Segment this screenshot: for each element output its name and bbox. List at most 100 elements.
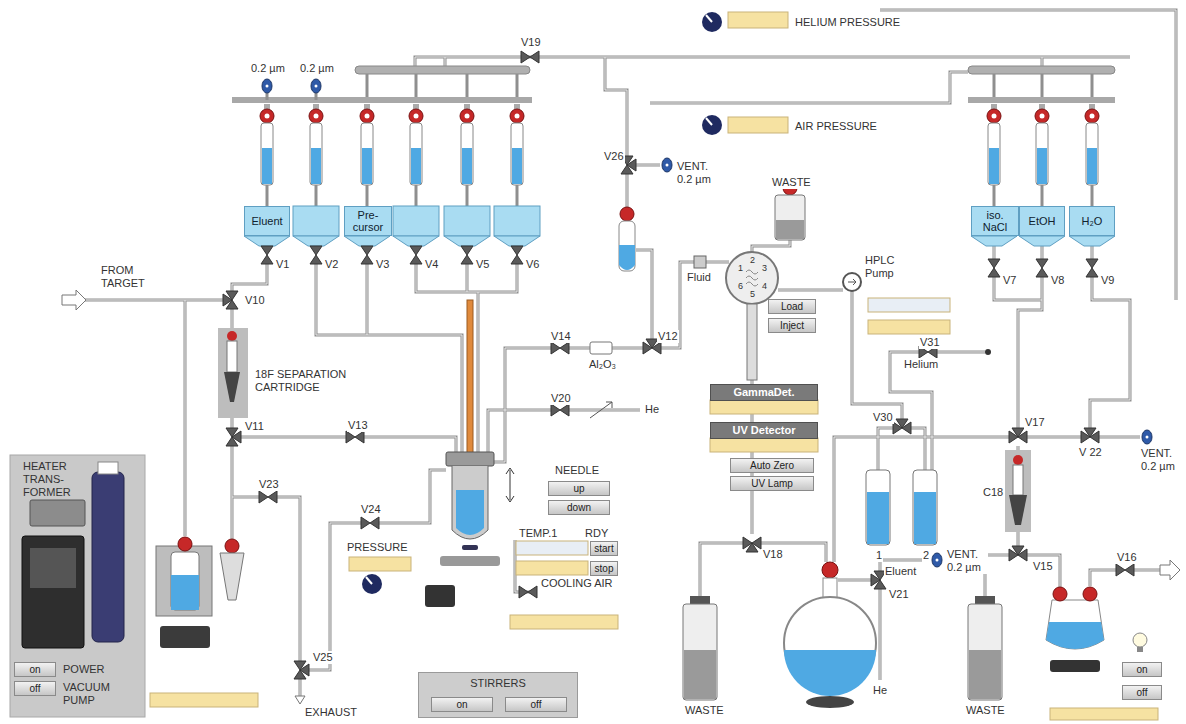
pipe-network — [232, 264, 267, 291]
diagram-label: V23 — [258, 478, 280, 491]
separation-cartridge — [227, 331, 237, 341]
reactor — [456, 490, 484, 535]
pipe-bore — [834, 437, 1009, 562]
diagram-label: V5 — [475, 258, 490, 271]
diagram-label: 2 — [922, 549, 930, 562]
display-field — [728, 12, 788, 28]
reagent-line — [415, 185, 418, 206]
pipe-bore — [1018, 530, 1019, 546]
pipe-network — [84, 10, 1176, 696]
pipe-bore — [84, 10, 1176, 696]
reagent-line — [266, 185, 269, 206]
vent-filter — [1142, 430, 1152, 444]
rails — [968, 97, 1115, 103]
display-field — [150, 693, 258, 707]
diagram-label: V2 — [324, 258, 339, 271]
control-button: stop — [590, 561, 618, 576]
vent-vial — [619, 207, 635, 271]
node-text: UV Detector — [733, 424, 796, 436]
pressure-gauge — [706, 118, 712, 125]
valve-symbol — [521, 51, 530, 63]
valve-symbol — [259, 491, 268, 503]
pipe-network — [700, 543, 743, 598]
vent-vial — [620, 207, 634, 221]
pipe-network — [1090, 570, 1116, 586]
pipe-bore — [1027, 437, 1081, 438]
diagram-label: V13 — [347, 419, 369, 432]
pipe-network — [466, 264, 469, 292]
reagent-box-tip — [444, 236, 490, 246]
diagram-label: HELIUM PRESSURE — [794, 16, 901, 29]
vent-filter — [311, 79, 321, 93]
valve-symbol — [310, 246, 322, 255]
reagent-box: Pre- cursor — [344, 206, 392, 236]
node-text: up — [573, 483, 584, 494]
reagent-box — [444, 206, 490, 236]
pipe-network — [650, 72, 968, 103]
vent-filter — [1146, 436, 1149, 439]
pipe-bore — [569, 410, 640, 411]
diagram-label: 0.2 µm — [250, 62, 286, 75]
valve-symbol — [1036, 268, 1048, 277]
pipe-network — [379, 470, 446, 523]
vial-cap — [265, 114, 270, 119]
rails — [232, 66, 1115, 103]
pipe-bore — [778, 290, 843, 291]
control-button: Load — [768, 299, 816, 314]
valve-symbol — [310, 255, 322, 264]
diagram-label: VENT. 0.2 µm — [946, 548, 988, 574]
vent-filter — [932, 553, 942, 567]
pipe-network — [241, 436, 346, 439]
display-field — [516, 541, 588, 555]
hplc-pump — [843, 273, 991, 355]
pipe-network — [232, 496, 259, 499]
pipe-bore — [761, 543, 826, 562]
pipe-network — [636, 164, 660, 167]
valve-symbol — [361, 255, 373, 264]
valve-symbol — [1086, 259, 1098, 268]
pipe-network — [879, 589, 882, 680]
product-vial — [1046, 622, 1104, 649]
pipe-network — [626, 174, 629, 208]
diagram-label: EXHAUST — [304, 706, 358, 719]
valve-symbol — [361, 517, 370, 529]
filter-stem — [315, 93, 318, 100]
diagram-label: Al₂O₃ — [588, 358, 617, 371]
valve-symbol — [232, 431, 241, 443]
pipe-network — [1090, 277, 1130, 428]
display-field — [868, 320, 950, 334]
reagent-line — [1041, 185, 1044, 206]
valve-symbol — [355, 431, 364, 443]
control-button: down — [548, 500, 610, 515]
stirrers-base — [806, 696, 854, 708]
pipe-network — [1091, 246, 1094, 259]
waste-jar — [969, 650, 1001, 699]
injection-valve — [694, 256, 706, 268]
diagram-label: He — [872, 684, 888, 697]
vent-filter — [315, 85, 318, 88]
waste-jar — [775, 195, 805, 240]
vent-filter — [262, 79, 272, 93]
reagent-box — [393, 206, 439, 236]
port-number: 3 — [761, 264, 768, 273]
diagram-label: V6 — [525, 258, 540, 271]
gas-drop — [1091, 74, 1094, 97]
valve-symbol — [1036, 259, 1048, 268]
pipe-bore — [627, 174, 628, 208]
waste-jar — [683, 181, 1002, 700]
vial-cap — [460, 109, 474, 123]
vial-cap — [414, 114, 419, 119]
separation-cartridge — [224, 372, 240, 402]
pipe-network — [1027, 555, 1060, 588]
pipe-bore — [492, 348, 551, 462]
heater-panel — [10, 455, 212, 717]
vial-cap — [1040, 114, 1045, 119]
pipe-bore — [878, 428, 893, 470]
pipe-bore — [880, 589, 881, 680]
diagram-label: V11 — [244, 420, 265, 433]
reagent-vial — [461, 123, 473, 185]
reagent-liquid — [512, 148, 522, 184]
node-text: Eluent — [251, 215, 282, 227]
diagram-label: VENT. 0.2 µm — [676, 160, 718, 186]
valve-symbol — [560, 404, 569, 416]
